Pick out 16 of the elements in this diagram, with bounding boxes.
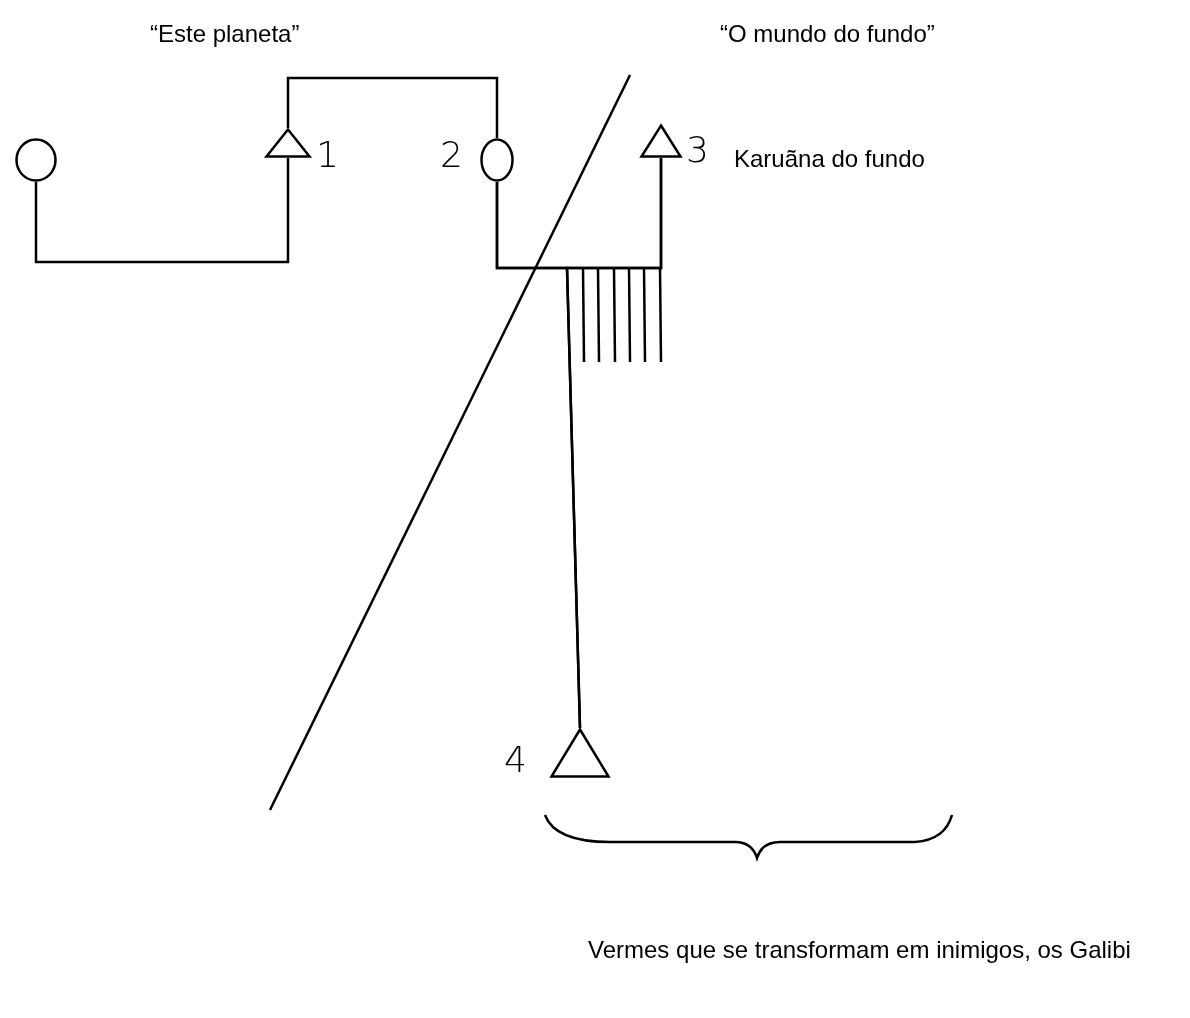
kinship-line [286,76,499,138]
person-number: 1 [316,137,339,173]
kinship-line [565,158,663,729]
male-triangle [640,124,682,158]
kinship-line [34,158,290,264]
person-number: 2 [440,137,463,173]
person-number: 3 [686,132,709,168]
region-heading: “Este planeta” [150,20,300,48]
person-number: 4 [504,742,527,778]
person-name: Karuãna do fundo [734,145,925,173]
brace-caption: Vermes que se transformam em inimigos, os Galibi [588,935,1132,965]
female-circle [15,138,57,182]
region-heading: “O mundo do fundo” [720,20,935,48]
female-circle [480,138,514,182]
male-triangle [550,728,610,778]
male-triangle [265,128,311,158]
